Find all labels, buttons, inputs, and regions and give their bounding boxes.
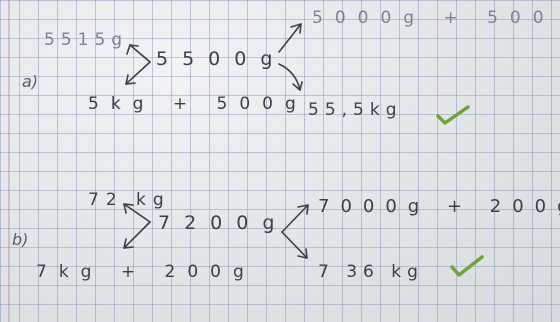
arrow-a-right-bottom bbox=[278, 63, 303, 91]
check-mark-icon bbox=[450, 255, 484, 277]
problem-b-label: b) bbox=[12, 230, 29, 249]
problem-a-label: a) bbox=[22, 72, 39, 91]
page-margin-line bbox=[8, 0, 10, 322]
arrow-a-right-top bbox=[278, 23, 302, 53]
problem-b-right-bottom: 7 36 kg bbox=[318, 262, 424, 282]
problem-a-right-bottom: 55,5kg bbox=[308, 100, 403, 120]
problem-a-center: 5500g bbox=[156, 48, 287, 70]
problem-b-left-top: 72 kg bbox=[88, 190, 171, 210]
problem-b-right-top: 7000g + 200g bbox=[318, 196, 560, 217]
problem-a-left-top: 5515g bbox=[44, 30, 129, 50]
arrow-b-left-bottom bbox=[123, 221, 151, 249]
arrow-b-left-top bbox=[123, 203, 151, 223]
arrow-a-left-top bbox=[126, 44, 151, 63]
arrow-b-right-bottom bbox=[281, 231, 308, 259]
problem-b-left-bottom: 7kg + 200g bbox=[36, 262, 256, 282]
problem-b-center: 7200g bbox=[158, 212, 289, 234]
arrow-b-right-top bbox=[281, 204, 309, 233]
problem-a-right-top: 5000g + 500 bbox=[312, 8, 556, 28]
problem-a-left-bottom: 5kg + 500g bbox=[88, 94, 308, 114]
check-mark-icon bbox=[436, 105, 470, 125]
arrow-a-left-bottom bbox=[125, 61, 151, 85]
